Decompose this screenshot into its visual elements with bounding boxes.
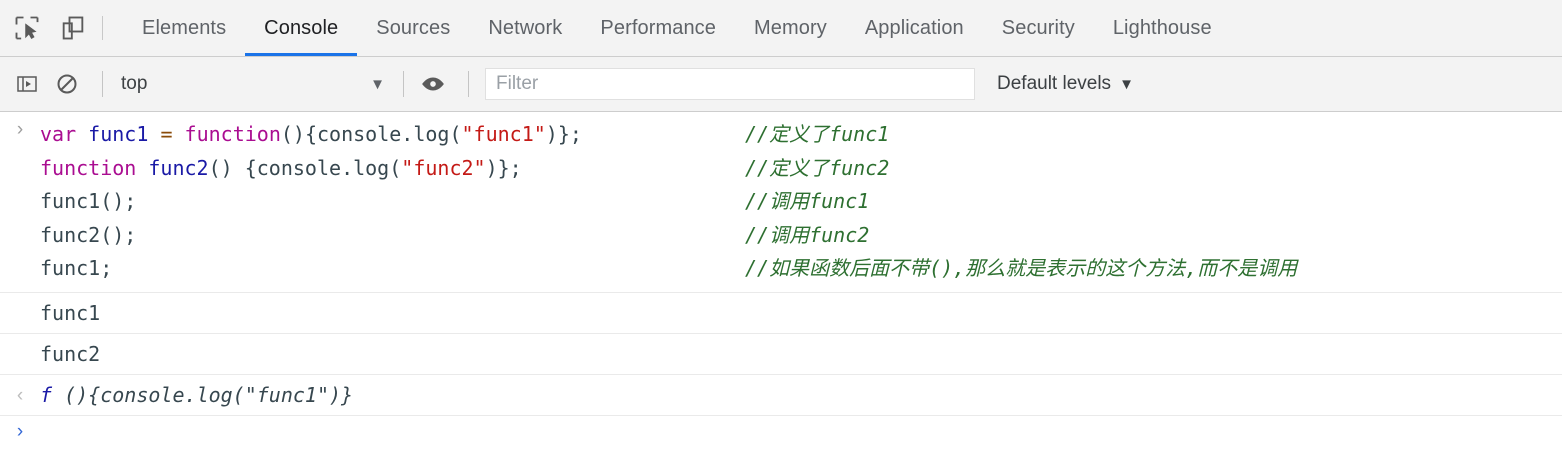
tab-label: Security [1001,16,1075,39]
code-token: console [316,122,402,146]
code-token: func1; [40,256,113,280]
code-comment: //调用func2 [745,222,870,247]
execution-context-value: top [121,73,148,94]
code-token: function [184,122,281,146]
device-toolbar-icon[interactable] [58,13,88,43]
code-token [136,156,148,180]
tab-label: Network [488,16,563,39]
console-return-value-row[interactable]: ‹ f (){console.log("func1")} [0,375,1562,416]
tab-security[interactable]: Security [983,0,1094,56]
code-comment: //如果函数后面不带(),那么就是表示的这个方法,而不是调用 [745,256,1298,280]
tab-label: Elements [142,16,227,39]
tab-performance[interactable]: Performance [581,0,735,56]
tab-lighthouse[interactable]: Lighthouse [1094,0,1231,56]
toolbar-divider-2 [403,71,404,97]
function-glyph: f [40,382,53,407]
tab-label: Console [264,16,339,39]
input-marker-gutter: › [0,118,40,286]
code-line: var func1 = function(){console.log("func… [40,118,745,152]
tab-elements[interactable]: Elements [123,0,245,56]
log-marker-gutter [0,312,40,314]
toolbar-divider [102,71,103,97]
code-token: .log( [401,122,462,146]
clear-console-icon[interactable] [50,67,84,101]
tabbar-divider [102,16,103,40]
code-token: (){ [280,122,317,146]
chevron-down-icon: ▼ [1119,75,1134,93]
input-comment-column: //定义了func1 //定义了func2 //调用func1 //调用func… [745,118,1562,286]
tab-label: Application [864,16,964,39]
tab-memory[interactable]: Memory [735,0,846,56]
code-comment: //定义了func2 [745,155,890,180]
tab-label: Sources [376,16,451,39]
return-value-text: (){console.log("func1")} [52,382,354,407]
tab-label: Memory [754,16,827,39]
code-token: func1 [88,122,149,146]
code-token [172,122,184,146]
tab-network[interactable]: Network [469,0,581,56]
tab-sources[interactable]: Sources [357,0,469,56]
code-token: )}; [485,155,522,180]
input-chevron-icon: › [16,119,24,140]
filter-placeholder: Filter [496,73,539,94]
console-input-entry[interactable]: › var func1 = function(){console.log("fu… [0,112,1562,293]
console-prompt-row[interactable]: › [0,416,1562,452]
chevron-down-icon: ▼ [370,75,385,93]
live-expression-eye-icon[interactable] [416,67,450,101]
tab-console[interactable]: Console [245,0,358,56]
inspect-element-icon[interactable] [12,13,42,43]
console-messages: › var func1 = function(){console.log("fu… [0,112,1562,452]
toolbar-divider-3 [468,71,469,97]
prompt-marker-gutter: › [0,420,40,441]
log-levels-label: Default levels [997,73,1112,94]
log-marker-gutter [0,353,40,355]
code-token: func1(); [40,189,137,213]
code-token: .log( [341,155,402,180]
code-line: func1; [40,252,745,286]
console-toolbar: top ▼ Filter Default levels ▼ [0,57,1562,112]
execution-context-dropdown[interactable]: top ▼ [115,73,391,95]
filter-input[interactable]: Filter [485,68,975,100]
console-log-row[interactable]: func2 [0,334,1562,375]
log-message-text: func1 [40,300,101,325]
tabbar-icon-group [0,0,98,56]
code-token [76,122,88,146]
console-log-row[interactable]: func1 [0,293,1562,334]
code-comment: //定义了func1 [745,122,890,146]
return-marker-gutter: ‹ [0,384,40,405]
code-token: "func1" [461,122,546,146]
code-token: console [256,155,342,180]
return-arrow-icon: ‹ [16,385,24,406]
code-token: func2 [148,155,209,180]
code-token: function [40,155,137,180]
panel-tabs: Elements Console Sources Network Perform… [123,0,1231,56]
code-comment: //调用func1 [745,189,870,213]
code-token: )}; [545,122,582,146]
tab-label: Performance [600,16,716,39]
input-code-column: var func1 = function(){console.log("func… [40,118,745,286]
console-sidebar-icon[interactable] [10,67,44,101]
code-token: "func2" [401,155,486,180]
tab-label: Lighthouse [1112,16,1212,39]
devtools-tabbar: Elements Console Sources Network Perform… [0,0,1562,57]
code-line: func1(); [40,185,745,219]
log-message-text: func2 [40,341,101,366]
code-token [148,122,160,146]
code-token: () { [208,155,257,180]
log-levels-dropdown[interactable]: Default levels ▼ [997,73,1134,95]
code-token: func2(); [40,222,137,247]
tab-application[interactable]: Application [846,0,983,56]
code-line: function func2() {console.log("func2")}; [40,152,745,186]
code-token: = [160,122,173,146]
prompt-chevron-icon: › [16,420,24,442]
code-line: func2(); [40,219,745,253]
code-token: var [40,122,77,146]
